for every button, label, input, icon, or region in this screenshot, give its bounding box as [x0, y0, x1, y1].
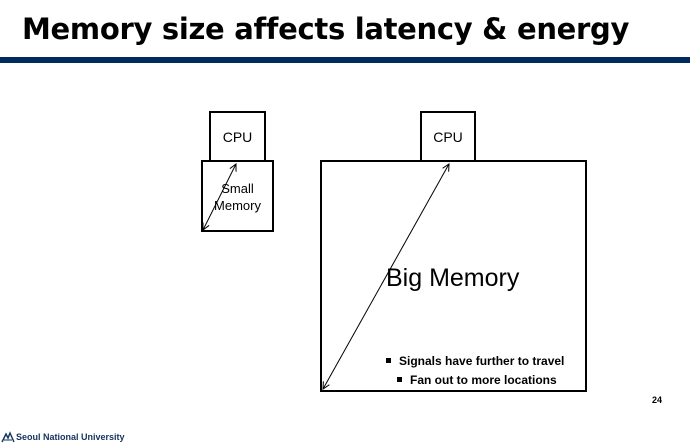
- small-cpu-box: CPU: [209, 111, 266, 162]
- university-name: Seoul National University: [16, 432, 125, 442]
- big-cpu-box: CPU: [420, 111, 476, 162]
- small-memory-arrow: [203, 164, 236, 230]
- big-memory-arrow: [323, 164, 449, 389]
- slide-title: Memory size affects latency & energy: [22, 12, 630, 46]
- title-divider: [0, 57, 690, 63]
- big-cpu-label: CPU: [433, 129, 463, 145]
- university-logo-icon: [1, 431, 15, 443]
- page-number: 24: [652, 395, 663, 405]
- small-cpu-label: CPU: [222, 129, 253, 145]
